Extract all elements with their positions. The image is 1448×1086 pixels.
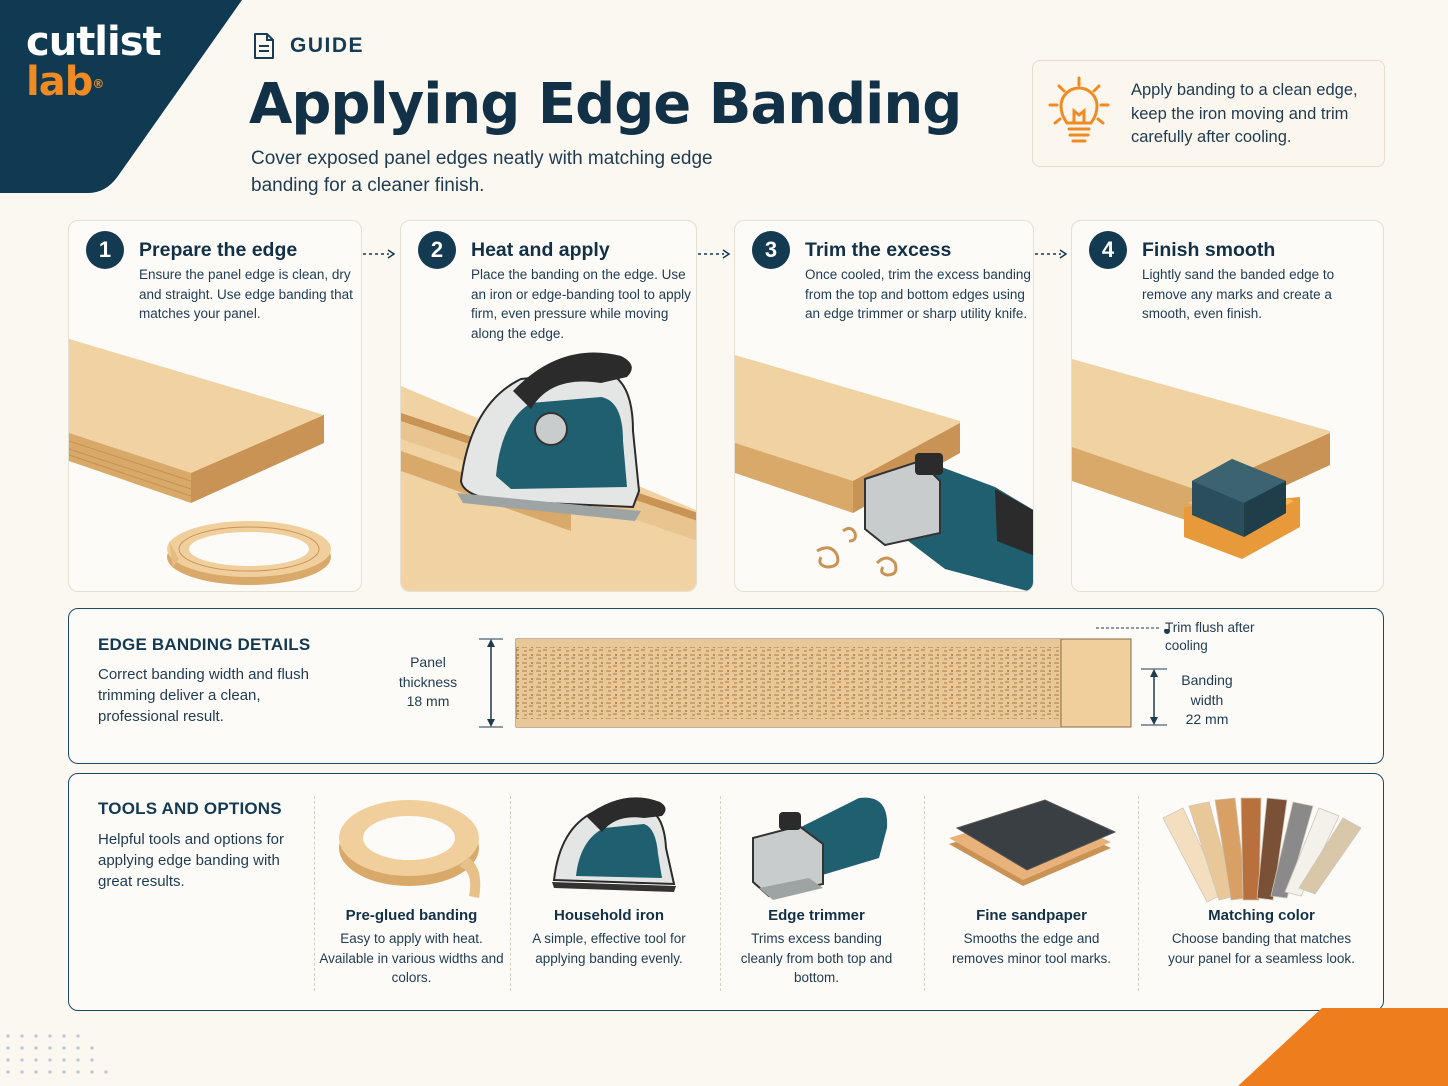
step-description: Place the banding on the edge. Use an ir… [471,267,691,342]
tool-item-household-iron: Household iron A simple, effective tool … [524,774,694,1012]
tool-title: Fine sandpaper [976,907,1087,924]
panel-thickness-text: Panel thickness [398,654,458,690]
tool-description: Smooths the edge and removes minor tool … [951,931,1112,966]
step-arrow-icon [698,249,731,259]
step-number: 2 [418,231,456,269]
tool-description: Trims excess banding cleanly from both t… [740,931,893,985]
step-description: Once cooled, trim the excess banding fro… [805,267,1031,322]
step-card-3: 3 Trim the excess Once cooled, trim the … [734,220,1034,592]
banding-roll-icon [339,800,481,898]
trimmer-trimming-edge-illustration [735,355,1033,591]
step-arrow-icon [363,249,396,259]
tool-title: Matching color [1208,907,1315,924]
details-heading: EDGE BANDING DETAILS [98,635,311,654]
tool-divider [720,796,721,991]
page-subtitle: Cover exposed panel edges neatly with ma… [251,148,713,196]
banding-width-text: Banding width [1181,672,1233,708]
tool-divider [314,796,315,991]
brand-name-line2: lab [26,59,93,105]
sanding-block-illustration [1072,359,1330,559]
step-card-1: 1 Prepare the edge Ensure the panel edge… [68,220,362,592]
step-number: 3 [752,231,790,269]
details-description: Correct banding width and flush trimming… [98,666,309,725]
trim-leader-line [1096,627,1160,629]
step-arrow-icon [1035,249,1068,259]
tool-description: Choose banding that matches your panel f… [1168,931,1355,966]
edge-trimmer-icon [752,797,888,900]
step-card-2: 2 Heat and apply Place the banding on th… [400,220,697,592]
tool-divider [1138,796,1139,991]
step-title: Trim the excess [805,239,952,261]
tool-item-matching-color: Matching color Choose banding that match… [1159,774,1364,1012]
trim-flush-note: Trim flush after cooling [1165,620,1255,653]
step-title: Prepare the edge [139,239,298,261]
brand-name-line1: cutlist [26,19,162,65]
tip-callout: Apply banding to a clean edge, keep the … [1032,60,1385,167]
tool-description: Easy to apply with heat. Available in va… [319,931,504,985]
tools-description: Helpful tools and options for applying e… [98,831,284,890]
step-description: Lightly sand the banded edge to remove a… [1142,267,1335,322]
panel-cross-section-diagram [479,629,1170,728]
step-card-4: 4 Finish smooth Lightly sand the banded … [1071,220,1384,592]
document-icon [254,33,274,59]
decorative-dot-grid [6,1034,108,1074]
tool-divider [924,796,925,991]
iron-icon [552,797,676,892]
brand-logo: cutlist lab® [0,0,245,193]
sandpaper-icon [949,799,1117,886]
tool-item-preglued-banding: Pre-glued banding Easy to apply with hea… [319,774,504,1012]
decorative-corner-shape [1238,1008,1448,1086]
panel-and-banding-roll-illustration [69,339,331,585]
banding-width-label: Banding width 22 mm [1167,671,1247,730]
color-swatches-icon [1162,797,1362,903]
page-title: Applying Edge Banding [249,72,962,137]
edge-banding-details-panel: EDGE BANDING DETAILS Correct banding wid… [68,608,1384,764]
tools-heading: TOOLS AND OPTIONS [98,799,282,818]
tool-title: Edge trimmer [768,907,865,924]
tool-title: Household iron [554,907,664,924]
step-number: 1 [86,231,124,269]
step-number: 4 [1089,231,1127,269]
banding-width-value: 22 mm [1185,711,1229,727]
banding-width-dimension [1141,668,1167,726]
tool-item-edge-trimmer: Edge trimmer Trims excess banding cleanl… [739,774,894,1012]
tip-text: Apply banding to a clean edge, keep the … [1131,81,1358,146]
panel-thickness-value: 18 mm [406,693,450,709]
iron-applying-banding-illustration [401,352,696,591]
registered-mark: ® [92,77,104,91]
tool-description: A simple, effective tool for applying ba… [532,931,686,966]
guide-label: GUIDE [290,34,365,57]
lightbulb-icon [1048,76,1110,143]
step-description: Ensure the panel edge is clean, dry and … [139,267,353,322]
tool-title: Pre-glued banding [345,907,478,924]
panel-thickness-label: Panel thickness 18 mm [383,653,473,712]
tools-and-options-panel: TOOLS AND OPTIONS Helpful tools and opti… [68,773,1384,1011]
tool-item-fine-sandpaper: Fine sandpaper Smooths the edge and remo… [939,774,1124,1012]
step-title: Heat and apply [471,239,610,261]
tool-divider [510,796,511,991]
step-title: Finish smooth [1142,239,1276,261]
guide-eyebrow: GUIDE [252,32,364,60]
